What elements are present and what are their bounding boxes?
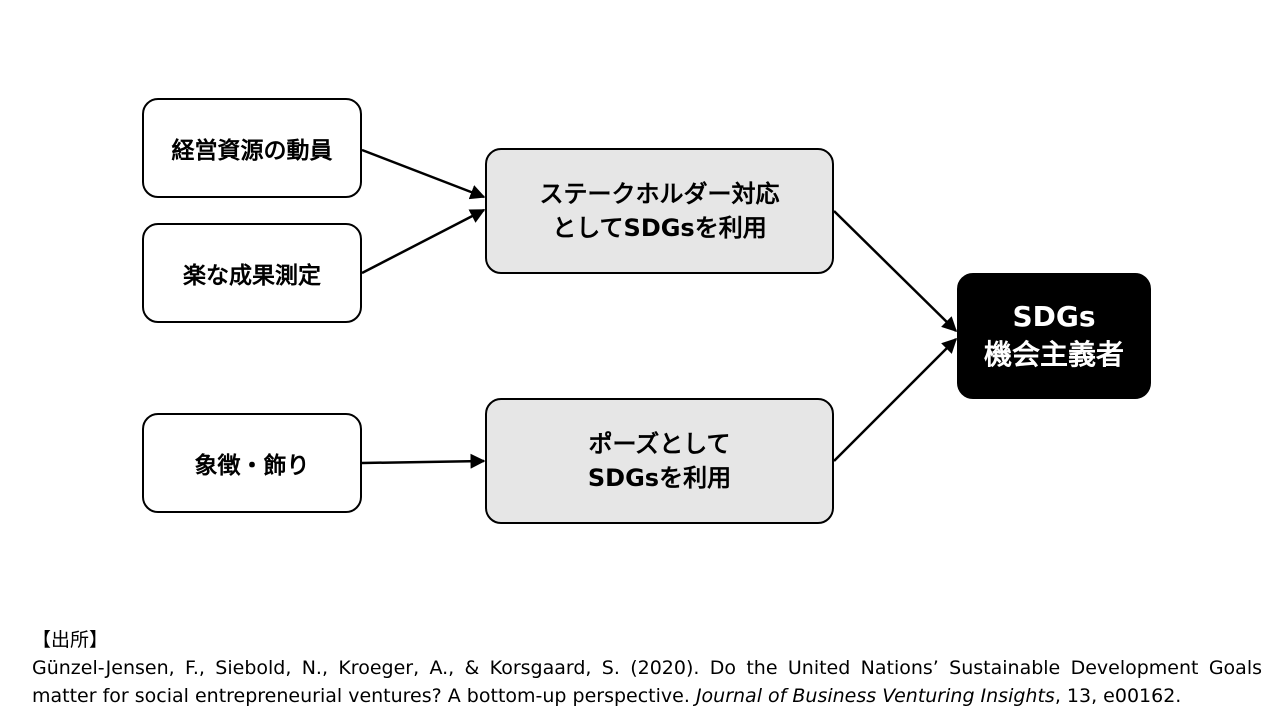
source-citation: 【出所】 Günzel-Jensen, F., Siebold, N., Kro… [32,626,1262,710]
citation-volume: , 13, e00162. [1054,685,1182,707]
node-symbol-decoration: 象徴・飾り [142,413,362,513]
node-easy-measurement-label: 楽な成果測定 [183,263,321,289]
source-heading: 【出所】 [32,629,109,651]
node-stakeholder-sdgs-line2: としてSDGsを利用 [552,214,767,242]
arrow-resources-to-stakeholder [361,148,486,200]
arrow-stakeholder-to-opportunist [833,210,958,333]
arrow-symbol-to-pose [361,453,486,469]
node-resource-mobilization-label: 経営資源の動員 [171,138,333,164]
citation-authors-title: Günzel-Jensen, F., Siebold, N., Kroeger,… [32,657,1262,707]
arrow-measurement-to-stakeholder [361,208,486,275]
node-pose-sdgs: ポーズとして SDGsを利用 [485,398,834,524]
node-resource-mobilization: 経営資源の動員 [142,98,362,198]
node-sdgs-opportunist-line1: SDGs [1012,300,1096,333]
node-pose-sdgs-line1: ポーズとして [588,430,731,458]
node-sdgs-opportunist: SDGs 機会主義者 [957,273,1151,399]
citation-text: Günzel-Jensen, F., Siebold, N., Kroeger,… [32,654,1262,710]
node-stakeholder-sdgs: ステークホルダー対応 としてSDGsを利用 [485,148,834,274]
citation-journal: Journal of Business Venturing Insights [695,685,1055,707]
node-symbol-decoration-label: 象徴・飾り [194,453,310,479]
node-pose-sdgs-line2: SDGsを利用 [587,464,732,492]
node-easy-measurement: 楽な成果測定 [142,223,362,323]
node-sdgs-opportunist-line2: 機会主義者 [983,338,1124,371]
node-stakeholder-sdgs-line1: ステークホルダー対応 [539,180,780,208]
arrow-pose-to-opportunist [833,337,958,462]
